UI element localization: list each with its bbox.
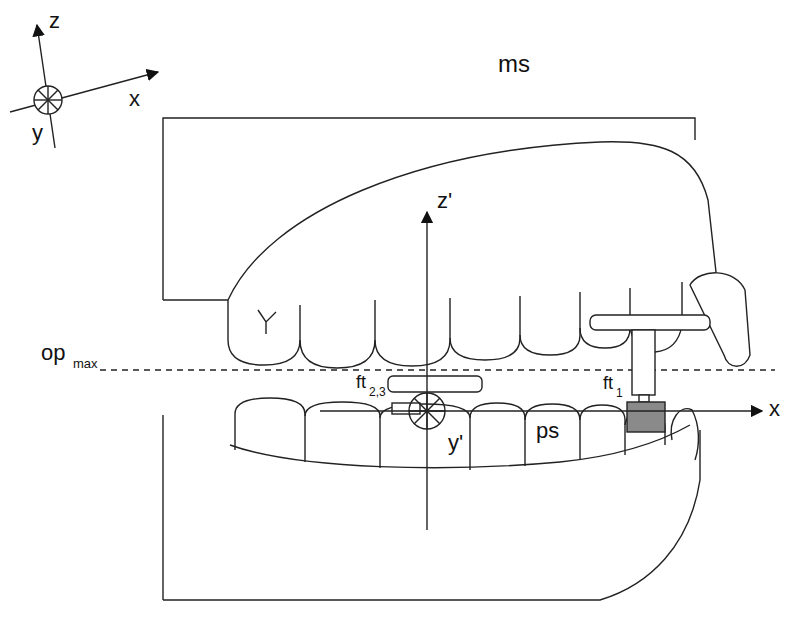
subscript: 2,3 [368, 386, 387, 398]
part-name: ms [497, 52, 531, 76]
axis-label: y' [447, 432, 464, 454]
subscript: max [72, 357, 99, 370]
axis-label: x [128, 88, 141, 110]
axis-label: x [768, 398, 781, 420]
force-transducer-anterior [590, 315, 710, 432]
local-axes [320, 212, 762, 530]
plane-name: op [40, 342, 66, 364]
axis-label: y [31, 122, 44, 144]
part-name: ft [602, 374, 614, 392]
reference-axes [10, 25, 158, 148]
part-name: ft [355, 373, 367, 391]
axis-label: z [48, 10, 61, 32]
axis-label: z' [436, 190, 453, 212]
subscript: 1 [615, 387, 624, 399]
upper-cast [163, 118, 750, 368]
part-name: ps [535, 420, 560, 442]
occlusal-plane-line [100, 369, 775, 370]
